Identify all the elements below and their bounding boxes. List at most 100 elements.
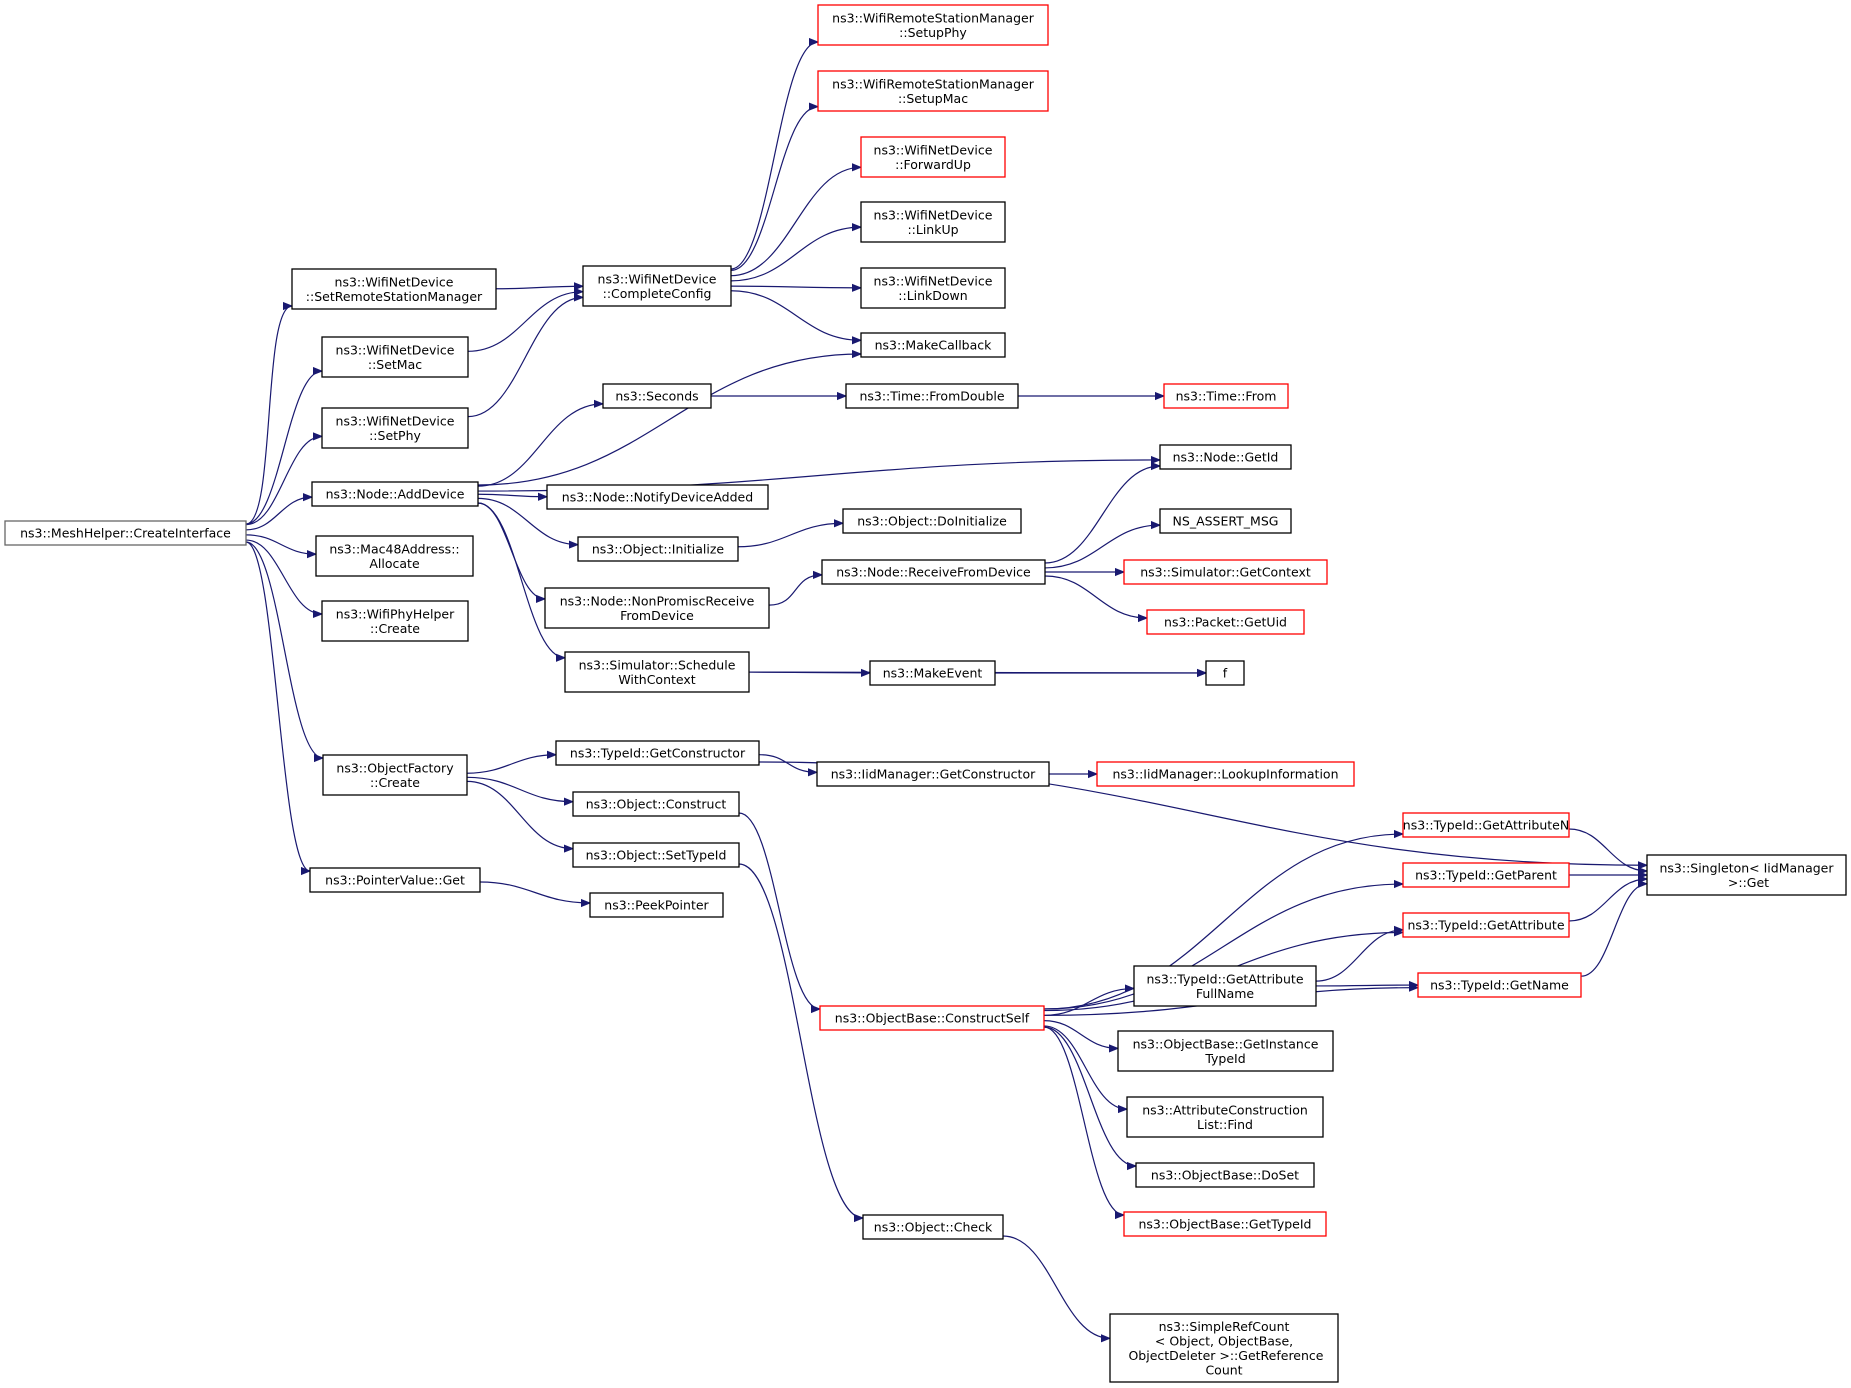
node-objectbase-doset[interactable]: ns3::ObjectBase::DoSet [1135,1162,1315,1188]
node-box [4,520,247,546]
node-construct-self[interactable]: ns3::ObjectBase::ConstructSelf [819,1005,1045,1031]
node-setup-phy[interactable]: ns3::WifiRemoteStationManager::SetupPhy [817,4,1049,46]
node-create-interface[interactable]: ns3::MeshHelper::CreateInterface [4,520,247,546]
node-set-rsm[interactable]: ns3::WifiNetDevice::SetRemoteStationMana… [291,268,497,310]
node-iid-getconstructor[interactable]: ns3::IidManager::GetConstructor [816,761,1050,787]
node-objectbase-gettypeid[interactable]: ns3::ObjectBase::GetTypeId [1123,1211,1327,1237]
nodes-layer: ns3::MeshHelper::CreateInterfacens3::Wif… [4,4,1847,1383]
call-edge-add_device-to-notify_device_added [477,494,547,497]
node-getname[interactable]: ns3::TypeId::GetName [1417,972,1582,998]
node-packet-getuid[interactable]: ns3::Packet::GetUid [1146,609,1305,635]
node-label-line: ns3::Object::Construct [586,797,727,812]
node-link-up[interactable]: ns3::WifiNetDevice::LinkUp [860,201,1006,243]
node-node-getid[interactable]: ns3::Node::GetId [1159,444,1292,470]
node-label-line: WithContext [618,672,695,687]
node-box [544,587,770,629]
node-f[interactable]: f [1205,660,1245,686]
node-label-line: ns3::WifiNetDevice [598,271,717,286]
node-label-line: ns3::TypeId::GetAttributeN [1403,818,1569,833]
node-box [817,4,1049,46]
call-edge-object_construct-to-construct_self [738,812,821,1009]
node-make-event[interactable]: ns3::MakeEvent [869,660,996,686]
node-label-line: ns3::MakeEvent [883,666,983,681]
node-receive-from-device[interactable]: ns3::Node::ReceiveFromDevice [821,559,1046,585]
node-simple-refcount[interactable]: ns3::SimpleRefCount< Object, ObjectBase,… [1109,1313,1339,1383]
node-box [602,383,712,409]
node-mac48-allocate[interactable]: ns3::Mac48Address::Allocate [315,535,474,577]
node-label-line: ns3::Node::NotifyDeviceAdded [562,490,753,505]
node-box [862,1214,1004,1240]
node-make-callback[interactable]: ns3::MakeCallback [860,332,1006,358]
node-complete-config[interactable]: ns3::WifiNetDevice::CompleteConfig [582,265,732,307]
node-box [572,791,740,817]
node-object-check[interactable]: ns3::Object::Check [862,1214,1004,1240]
node-label-line: ns3::Packet::GetUid [1164,615,1287,630]
node-object-doinitialize[interactable]: ns3::Object::DoInitialize [842,508,1022,534]
node-setup-mac[interactable]: ns3::WifiRemoteStationManager::SetupMac [817,70,1049,112]
node-box [860,332,1006,358]
node-label-line: ns3::IidManager::LookupInformation [1112,767,1338,782]
call-edge-construct_self-to-get_instance_typeid [1043,1020,1118,1049]
node-label-line: ns3::Simulator::GetContext [1140,565,1311,580]
node-box [309,867,481,893]
call-edge-set_mac-to-complete_config [467,292,583,352]
node-label-line: ::SetRemoteStationManager [306,289,483,304]
node-time-fromdouble[interactable]: ns3::Time::FromDouble [845,383,1019,409]
call-edge-add_device-to-schedule_ctx [477,502,566,658]
node-objfactory-create[interactable]: ns3::ObjectFactory::Create [322,754,468,796]
node-box [1123,1211,1327,1237]
node-typeid-getconstructor[interactable]: ns3::TypeId::GetConstructor [555,740,760,766]
node-label-line: ns3::SimpleRefCount [1159,1319,1290,1334]
call-edge-create_interface-to-set_rsm [245,306,293,525]
call-edge-construct_self-to-getattributen [1043,834,1403,1010]
call-edge-construct_self-to-attr_constr_find [1043,1025,1127,1109]
node-time-from[interactable]: ns3::Time::From [1163,383,1289,409]
node-box [1117,1030,1334,1072]
node-object-construct[interactable]: ns3::Object::Construct [572,791,740,817]
call-edge-construct_self-to-objectbase_doset [1043,1026,1136,1166]
node-set-phy[interactable]: ns3::WifiNetDevice::SetPhy [321,407,469,449]
node-peek-pointer[interactable]: ns3::PeekPointer [589,892,724,918]
node-add-device[interactable]: ns3::Node::AddDevice [311,481,479,507]
node-set-mac[interactable]: ns3::WifiNetDevice::SetMac [321,336,469,378]
node-label-line: ns3::PeekPointer [604,898,709,913]
node-wifiphy-create[interactable]: ns3::WifiPhyHelper::Create [321,600,469,642]
node-label-line: ::LinkUp [907,222,958,237]
node-getattribute[interactable]: ns3::TypeId::GetAttribute [1402,912,1570,938]
call-edge-complete_config-to-forward_up [730,167,861,277]
node-label-line: < Object, ObjectBase, [1155,1333,1293,1348]
node-pointervalue-get[interactable]: ns3::PointerValue::Get [309,867,481,893]
node-label-line: ns3::TypeId::GetAttribute [1146,971,1303,986]
node-box [1163,383,1289,409]
node-box [860,136,1006,178]
node-notify-device-added[interactable]: ns3::Node::NotifyDeviceAdded [546,484,769,510]
node-object-initialize[interactable]: ns3::Object::Initialize [577,536,739,562]
node-box [572,842,740,868]
node-box [322,754,468,796]
node-link-down[interactable]: ns3::WifiNetDevice::LinkDown [860,267,1006,309]
node-forward-up[interactable]: ns3::WifiNetDevice::ForwardUp [860,136,1006,178]
node-iid-lookup[interactable]: ns3::IidManager::LookupInformation [1096,761,1355,787]
node-label-line: ::Create [370,621,420,636]
call-edge-getattr_fullname-to-getattribute [1315,930,1403,982]
node-label-line: ns3::Object::Check [874,1220,993,1235]
node-getattributen[interactable]: ns3::TypeId::GetAttributeN [1402,812,1570,838]
node-label-line: ::SetPhy [369,428,421,443]
node-sim-getcontext[interactable]: ns3::Simulator::GetContext [1123,559,1328,585]
call-edge-getattributen-to-singleton_get [1568,828,1647,871]
node-label-line: ns3::Seconds [615,389,698,404]
node-singleton-get[interactable]: ns3::Singleton< IidManager >::Get [1646,854,1847,896]
node-getparent[interactable]: ns3::TypeId::GetParent [1402,862,1570,888]
node-label-line: ns3::ObjectBase::GetInstance [1133,1036,1319,1051]
node-seconds[interactable]: ns3::Seconds [602,383,712,409]
node-object-settypeid[interactable]: ns3::Object::SetTypeId [572,842,740,868]
node-label-line: ns3::ObjectBase::ConstructSelf [835,1011,1030,1026]
node-label-line: ::Create [370,775,420,790]
call-edge-add_device-to-make_callback [477,354,861,486]
node-ns-assert-msg[interactable]: NS_ASSERT_MSG [1159,508,1292,534]
